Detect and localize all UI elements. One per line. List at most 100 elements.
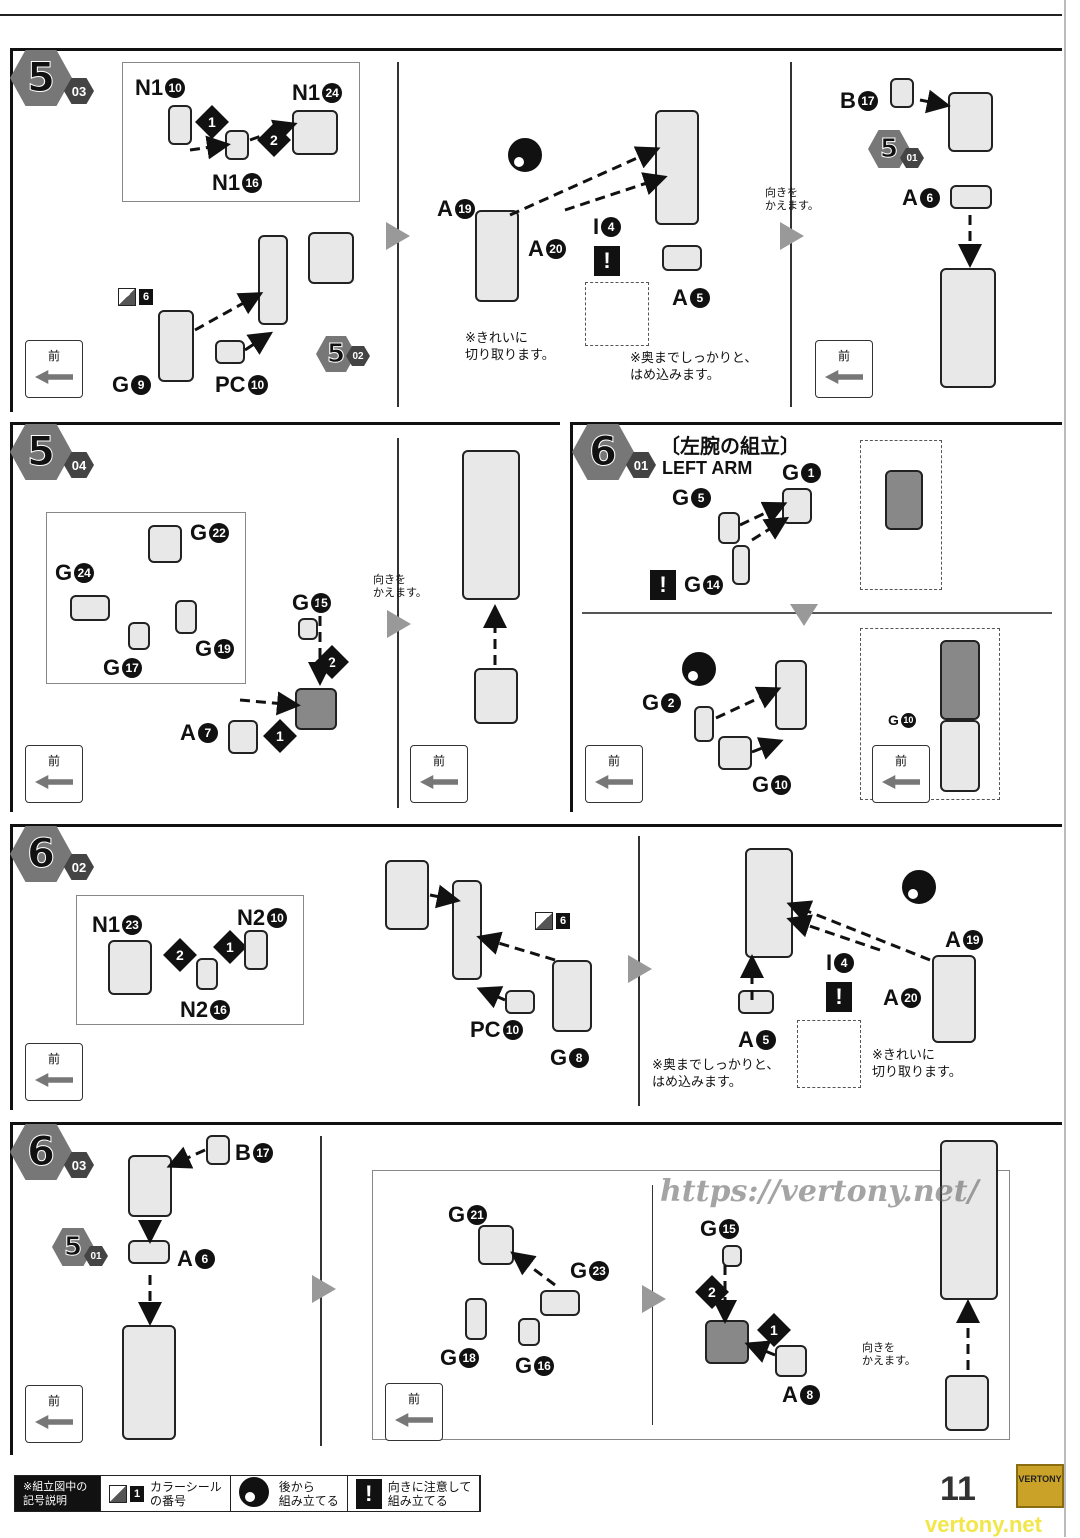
element: 2 bbox=[270, 131, 278, 148]
arrow-icon bbox=[420, 775, 458, 789]
part-drawing bbox=[940, 720, 980, 792]
next-arrow bbox=[790, 604, 818, 626]
element: 2 bbox=[708, 1283, 716, 1300]
step-badge: 5 bbox=[10, 50, 72, 106]
part-number: 10 bbox=[771, 775, 792, 795]
part-drawing bbox=[940, 1140, 998, 1300]
part-number: 10 bbox=[900, 712, 916, 728]
element: G bbox=[550, 1045, 568, 1070]
element: 前 bbox=[837, 349, 850, 363]
part-number: 18 bbox=[459, 1348, 480, 1368]
element: G bbox=[440, 1345, 458, 1370]
part-number: 17 bbox=[252, 1143, 273, 1163]
element bbox=[109, 1484, 127, 1503]
caution-icon: ! bbox=[355, 1478, 382, 1509]
element: N2 bbox=[180, 997, 209, 1022]
part-drawing bbox=[206, 1135, 230, 1165]
substep-badge: 02 bbox=[346, 346, 370, 366]
part-number: 24 bbox=[322, 83, 343, 103]
part-drawing bbox=[552, 960, 592, 1032]
instruction-note: ※きれいに 切り取ります。 bbox=[872, 1048, 962, 1080]
part-drawing bbox=[385, 860, 429, 930]
element: I bbox=[593, 214, 600, 239]
caution-icon: ! bbox=[594, 246, 620, 276]
detail-box bbox=[860, 440, 942, 590]
part-drawing bbox=[308, 232, 354, 284]
substep-badge: 01 bbox=[84, 1246, 108, 1266]
element: A bbox=[883, 985, 899, 1010]
front-direction-indicator: 前 bbox=[815, 340, 873, 398]
detail-box bbox=[76, 895, 304, 1025]
element: B bbox=[235, 1140, 251, 1165]
part-number: 19 bbox=[214, 639, 235, 659]
element: G bbox=[888, 712, 899, 728]
element: PC bbox=[215, 372, 246, 397]
element: 向きに注意して 組み立てる bbox=[387, 1479, 472, 1508]
next-arrow bbox=[628, 955, 652, 983]
element: G bbox=[292, 590, 310, 615]
part-number: 16 bbox=[242, 173, 263, 193]
element: !向きに注意して 組み立てる bbox=[348, 1476, 481, 1511]
part-drawing bbox=[478, 1225, 514, 1265]
next-arrow bbox=[642, 1285, 666, 1313]
detail-box bbox=[585, 282, 649, 346]
element: 後から 組み立てる bbox=[278, 1479, 339, 1508]
part-number: 2 bbox=[661, 693, 682, 713]
part-number: 7 bbox=[197, 723, 218, 743]
part-drawing bbox=[215, 340, 245, 364]
element: 6 bbox=[535, 912, 570, 930]
step-badge: 5 bbox=[52, 1228, 94, 1266]
part-drawing bbox=[108, 940, 152, 995]
element: I bbox=[826, 950, 833, 975]
part-drawing bbox=[148, 525, 182, 563]
part-drawing bbox=[890, 78, 914, 108]
detail-box bbox=[372, 1170, 1010, 1440]
color-sticker-label: 6 bbox=[118, 288, 153, 306]
part-number: 19 bbox=[454, 199, 475, 219]
assemble-later-icon bbox=[508, 138, 542, 172]
part-number: 10 bbox=[165, 78, 186, 98]
element: A bbox=[528, 236, 544, 261]
substep-badge: 01 bbox=[626, 452, 656, 478]
part-drawing bbox=[465, 1298, 487, 1340]
part-number: 6 bbox=[194, 1249, 215, 1269]
detail-box bbox=[46, 512, 246, 684]
element: G bbox=[55, 560, 73, 585]
part-drawing bbox=[462, 450, 520, 600]
part-number: 19 bbox=[962, 930, 983, 950]
part-drawing bbox=[258, 235, 288, 325]
detail-box bbox=[797, 1020, 861, 1088]
part-drawing bbox=[940, 640, 980, 720]
part-drawing bbox=[474, 668, 518, 724]
arrow-icon bbox=[882, 775, 920, 789]
element: N1 bbox=[92, 912, 121, 937]
element: N2 bbox=[237, 905, 266, 930]
element: 1 bbox=[276, 727, 284, 744]
element: A bbox=[437, 196, 453, 221]
element: G bbox=[515, 1353, 533, 1378]
arrow-icon bbox=[595, 775, 633, 789]
element: 前 bbox=[47, 1394, 60, 1408]
element: A bbox=[177, 1246, 193, 1271]
instruction-note: ※奥までしっかりと、 はめ込みます。 bbox=[652, 1058, 780, 1090]
part-number: 10 bbox=[267, 908, 288, 928]
element: A bbox=[945, 927, 961, 952]
part-number: 5 bbox=[691, 488, 712, 508]
element: ※組立図中の 記号説明 bbox=[15, 1476, 101, 1511]
arrow-icon bbox=[35, 775, 73, 789]
